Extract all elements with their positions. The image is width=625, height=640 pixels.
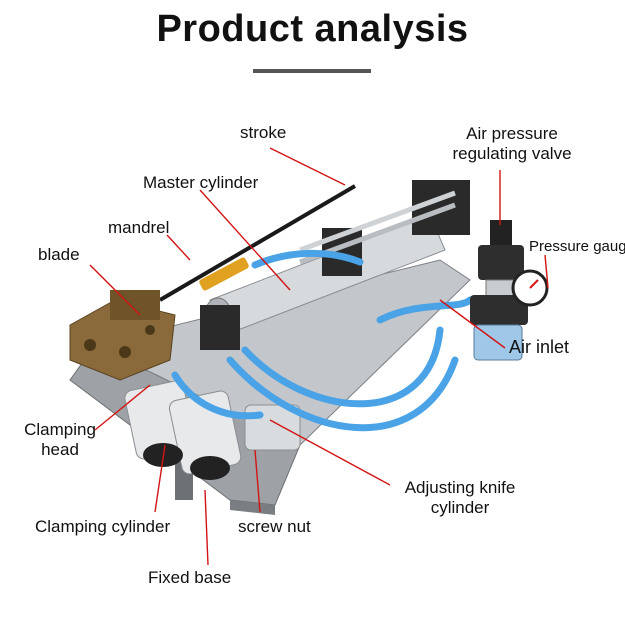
label-adjusting-knife-line1: Adjusting knife	[404, 478, 516, 497]
label-blade: blade	[38, 245, 80, 264]
clamping-cylinders	[124, 380, 242, 480]
label-air-inlet: Air inlet	[509, 337, 570, 357]
leader-lines	[89, 147, 549, 566]
label-mandrel: mandrel	[108, 218, 170, 237]
pressure-gauge	[511, 269, 549, 307]
mandrel-collar	[199, 257, 249, 291]
label-air-pressure-regulating-valve: Air pressure regulating valve	[447, 124, 577, 164]
label-screw-nut: screw nut	[238, 517, 311, 536]
label-clamping-head-line1: Clamping	[24, 420, 96, 439]
label-clamping-head: Clamping head	[10, 420, 110, 460]
label-stroke: stroke	[240, 123, 287, 142]
front-bracket	[200, 305, 240, 350]
label-clamping-head-line2: head	[41, 440, 79, 459]
label-clamping-cylinder: Clamping cylinder	[35, 517, 171, 536]
label-master-cylinder: Master cylinder	[143, 173, 259, 192]
label-adjusting-knife-line2: cylinder	[430, 498, 490, 517]
page-title: Product analysis	[156, 8, 469, 50]
air-tubes	[171, 249, 474, 432]
label-air-valve-line1: Air pressure	[466, 124, 558, 143]
label-fixed-base: Fixed base	[148, 568, 232, 587]
label-pressure-gauge: Pressure gauge	[529, 238, 625, 255]
title-underline	[253, 69, 371, 73]
label-adjusting-knife-cylinder: Adjusting knife cylinder	[390, 478, 530, 518]
clamping-head-block	[69, 290, 176, 381]
stroke-rod	[158, 184, 357, 302]
label-air-valve-line2: regulating valve	[452, 144, 572, 163]
